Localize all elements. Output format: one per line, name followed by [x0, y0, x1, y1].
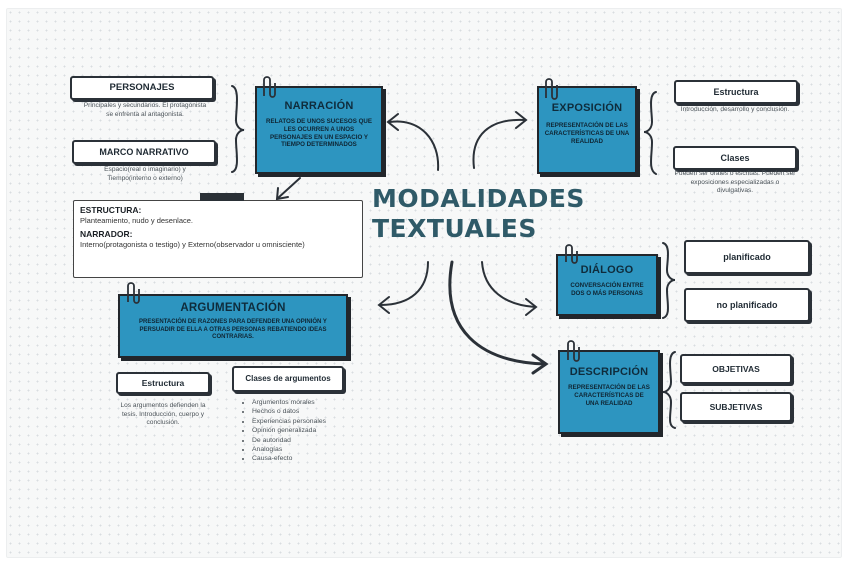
- arrow-icon: [531, 353, 549, 375]
- argumentacion-estructura-text: Los argumentos defienden la tesis. Intro…: [120, 402, 206, 427]
- brace-icon: [662, 351, 676, 429]
- narrador-label: NARRADOR:: [80, 228, 133, 239]
- list-item: Opinión generalizada: [252, 426, 362, 435]
- title-line-2: TEXTUALES: [372, 214, 537, 243]
- descripcion-box: DESCRIPCIÓN REPRESENTACIÓN DE LAS CARACT…: [558, 350, 660, 434]
- descripcion-type-objetivas: OBJETIVAS: [680, 354, 792, 384]
- paperclip-icon: [565, 244, 578, 264]
- marco-narrativo-label: MARCO NARRATIVO: [72, 140, 216, 164]
- marco-narrativo-text: Espacio(real o imaginario) y Tiempo(inte…: [104, 166, 186, 182]
- narracion-box: NARRACIÓN RELATOS DE UNOS SUCESOS QUE LE…: [255, 86, 383, 174]
- argumentacion-box: ARGUMENTACIÓN PRESENTACIÓN DE RAZONES PA…: [118, 294, 348, 358]
- dialogo-desc: CONVERSACIÓN ENTRE DOS O MÁS PERSONAS: [570, 282, 644, 297]
- dialogo-box: DIÁLOGO CONVERSACIÓN ENTRE DOS O MÁS PER…: [556, 254, 658, 316]
- personajes-text: Principales y secundarios. El protagonis…: [83, 102, 207, 118]
- descripcion-title: DESCRIPCIÓN: [569, 366, 649, 378]
- brace-icon: [643, 91, 657, 175]
- list-item: Argumentos morales: [252, 398, 362, 407]
- exposicion-title: EXPOSICIÓN: [551, 102, 623, 114]
- list-item: De autoridad: [252, 436, 362, 445]
- descripcion-desc: REPRESENTACIÓN DE LAS CARACTERÍSTICAS DE…: [568, 384, 650, 407]
- estructura-label: ESTRUCTURA:: [80, 205, 142, 215]
- dialogo-title: DIÁLOGO: [580, 264, 634, 276]
- arrow-icon: [277, 177, 301, 199]
- exposicion-clases-label: Clases: [673, 146, 797, 170]
- paperclip-icon: [263, 76, 276, 98]
- narracion-title: NARRACIÓN: [284, 100, 354, 112]
- argumentacion-clases-list: Argumentos morales Hechos o datos Experi…: [242, 398, 362, 464]
- narracion-desc: RELATOS DE UNOS SUCESOS QUE LES OCURREN …: [265, 118, 372, 149]
- exposicion-estructura-label: Estructura: [674, 80, 798, 104]
- tape: [200, 193, 244, 201]
- arrow-icon: [379, 261, 429, 306]
- arrow-icon: [377, 296, 390, 314]
- descripcion-type-subjetivas: SUBJETIVAS: [680, 392, 792, 422]
- list-item: Hechos o datos: [252, 407, 362, 416]
- arrow-icon: [275, 187, 289, 201]
- list-item: Causa-efecto: [252, 454, 362, 463]
- personajes-label: PERSONAJES: [70, 76, 214, 100]
- paperclip-icon: [127, 282, 140, 304]
- narrador-text: Interno(protagonista o testigo) y Extern…: [80, 240, 305, 250]
- arrow-icon: [472, 118, 526, 169]
- arrow-icon: [386, 113, 399, 131]
- estructura-text: Planteamiento, nudo y desenlace.: [80, 216, 193, 226]
- argumentacion-estructura-label: Estructura: [116, 372, 210, 394]
- arrow-icon: [525, 298, 538, 316]
- argumentacion-clases-label: Clases de argumentos: [232, 366, 344, 392]
- arrow-icon: [515, 111, 528, 129]
- title-line-1: MODALIDADES: [372, 184, 585, 213]
- paperclip-icon: [567, 340, 580, 362]
- paperclip-icon: [545, 78, 558, 100]
- arrow-icon: [481, 261, 536, 308]
- dialogo-type-no-planificado: no planificado: [684, 288, 810, 322]
- list-item: Experiencias personales: [252, 417, 362, 426]
- argumentacion-title: ARGUMENTACIÓN: [180, 302, 286, 314]
- main-title: MODALIDADES TEXTUALES: [372, 184, 584, 244]
- exposicion-desc: REPRESENTACIÓN DE LAS CARACTERÍSTICAS DE…: [544, 122, 630, 145]
- argumentacion-desc: PRESENTACIÓN DE RAZONES PARA DEFENDER UN…: [139, 319, 327, 340]
- estructura-narrador-box: ESTRUCTURA: Planteamiento, nudo y desenl…: [73, 193, 363, 278]
- brace-icon: [231, 85, 245, 173]
- exposicion-estructura-text: Introducción, desarrollo y conclusión.: [680, 106, 790, 113]
- brace-icon: [662, 242, 676, 319]
- dialogo-type-planificado: planificado: [684, 240, 810, 274]
- arrow-icon: [389, 120, 440, 171]
- list-item: Analogías: [252, 445, 362, 454]
- exposicion-box: EXPOSICIÓN REPRESENTACIÓN DE LAS CARACTE…: [537, 86, 637, 174]
- arrow-icon: [448, 260, 547, 366]
- exposicion-clases-text: Pueden ser orales o escritas. Pueden ser…: [674, 170, 796, 195]
